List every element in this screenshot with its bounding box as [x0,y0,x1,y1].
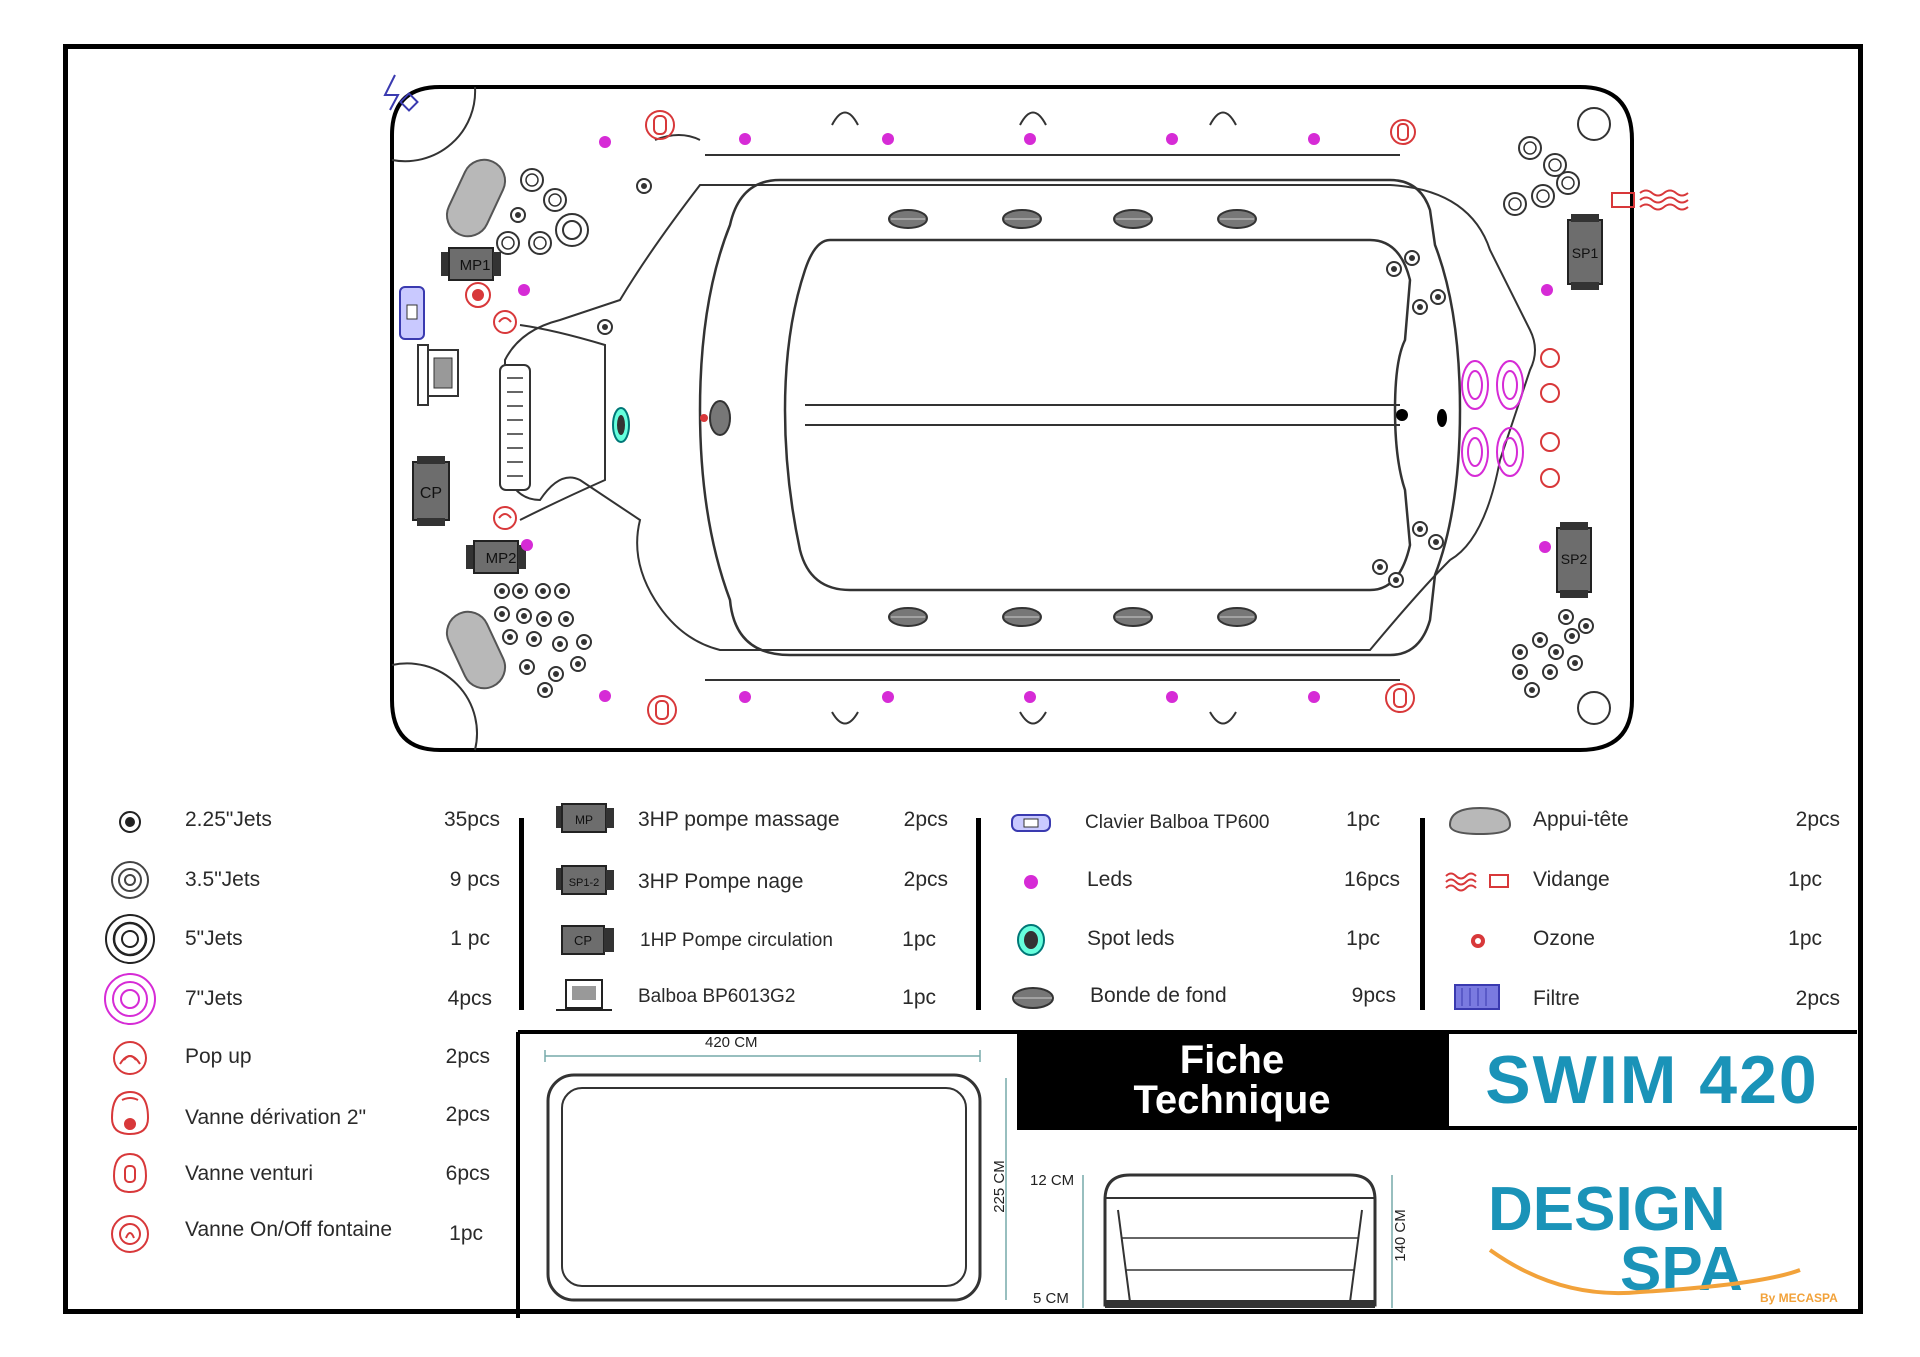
legend-label: Vanne venturi [185,1162,314,1185]
legend-label: 2.25"Jets [185,808,272,831]
legend-qty: 2pcs [903,868,948,891]
tub-outline [390,85,1634,752]
legend-label: 7"Jets [185,987,243,1010]
legend-label: 5"Jets [185,927,243,950]
legend-icon-popup [113,1041,147,1075]
legend-qty: 2pcs [445,1045,490,1068]
legend-label: Vidange [1533,868,1610,891]
dim-top: 12 CM [1030,1172,1075,1189]
title-line-1: Fiche [1179,1038,1285,1082]
legend-qty: 2pcs [1795,987,1840,1010]
legend-qty: 2pcs [445,1103,490,1126]
pump-label-sp2: SP2 [1561,551,1588,567]
jets-7 [1461,360,1524,477]
model-name: SWIM 420 [1485,1042,1819,1118]
legend-label: Filtre [1533,987,1580,1010]
pump-label-cp: CP [420,485,442,502]
legend-icon-jet7 [104,973,156,1025]
legend-icon-cp: CP [561,925,614,955]
legend-qty: 1pc [1346,808,1380,831]
top-view-drawing [544,1050,1007,1302]
legend-qty: 16pcs [1343,868,1400,891]
swim-lane [698,178,1462,657]
legend-icon-led [1024,875,1038,889]
vidange-outlet [1611,192,1635,208]
legend-qty: 4pcs [447,987,492,1010]
dim-length: 420 CM [705,1034,758,1051]
legend-label: Clavier Balboa TP600 [1085,812,1270,833]
legend-qty: 2pcs [1795,808,1840,831]
legend-qty: 1pc [1788,868,1822,891]
headrest-bottom [445,610,507,690]
legend-icon-venturi [112,1152,148,1194]
legend-icon-jet225 [119,811,141,833]
valve-bank [1540,348,1560,488]
legend-label: Vanne dérivation 2" [185,1106,367,1129]
legend-qty: 2pcs [903,808,948,831]
legend-icon-diverter [110,1090,150,1136]
svg-text:SP1-2: SP1-2 [569,877,600,889]
legend-label: Spot leds [1087,927,1175,950]
dim-height: 140 CM [1391,1209,1409,1262]
legend-icon-keypad [1011,814,1051,832]
svg-text:MP: MP [575,813,593,827]
pump-label-mp2: MP2 [486,550,517,567]
legend-icon-drain [1445,872,1509,892]
legend-qty: 6pcs [445,1162,490,1185]
legend-qty: 35pcs [443,808,500,831]
legend-qty: 1pc [1346,927,1380,950]
legend-icon-headrest [1448,806,1512,836]
legend-icon-jet35 [111,861,149,899]
pump-label-mp1: MP1 [460,257,491,274]
dim-width: 225 CM [990,1160,1008,1213]
title-line-2: Technique [1133,1078,1331,1122]
brand-logo: DESIGN SPA By MECASPA [1488,1175,1838,1305]
legend-qty: 1pc [1788,927,1822,950]
legend-icon-filter [1454,984,1500,1010]
legend-label: 1HP Pompe circulation [640,930,833,951]
legend-label: 3HP pompe massage [638,808,840,831]
legend-label: Leds [1087,868,1133,891]
filter-slot [499,364,531,491]
page-title: Fiche Technique [1017,1032,1447,1128]
legend-label: Bonde de fond [1090,984,1227,1007]
legend-icon-controller [556,979,612,1011]
legend-label: Pop up [185,1045,252,1068]
legend-label: 3.5"Jets [185,868,261,891]
dim-bottom: 5 CM [1033,1290,1069,1307]
legend-icon-spot [1017,924,1045,956]
svg-text:By MECASPA: By MECASPA [1760,1291,1838,1305]
svg-text:CP: CP [574,933,592,948]
legend-qty: 1pc [902,928,936,951]
legend-icon-fountain [111,1215,149,1253]
headrest-top [445,158,507,238]
legend-icon-mp: MP [556,803,614,833]
legend-icon-floor-drain [1012,987,1054,1009]
venturi-valves [645,110,1416,725]
legend-qty: 1pc [902,986,936,1009]
legend-icon-ozone [1471,934,1485,948]
jet-5 [555,213,589,247]
side-view-drawing [1082,1173,1393,1308]
pump-label-sp1: SP1 [1572,245,1599,261]
legend-qty: 9 pcs [449,868,500,891]
legend-label: Vanne On/Off fontaine [185,1218,393,1241]
legend-label: 3HP Pompe nage [638,870,804,893]
legend-icon-jet5 [105,914,155,964]
legend-label: Ozone [1533,927,1595,950]
legend-label: Appui-tête [1533,808,1629,831]
inner-bench [504,184,1536,651]
legend-icon-sp: SP1-2 [556,865,614,895]
svg-text:DESIGN: DESIGN [1488,1175,1726,1244]
legend-label: Balboa BP6013G2 [638,986,796,1007]
legend-qty: 1pc [449,1222,483,1245]
legend-qty: 9pcs [1351,984,1396,1007]
legend-qty: 1 pc [450,927,490,950]
leds [518,133,1553,703]
